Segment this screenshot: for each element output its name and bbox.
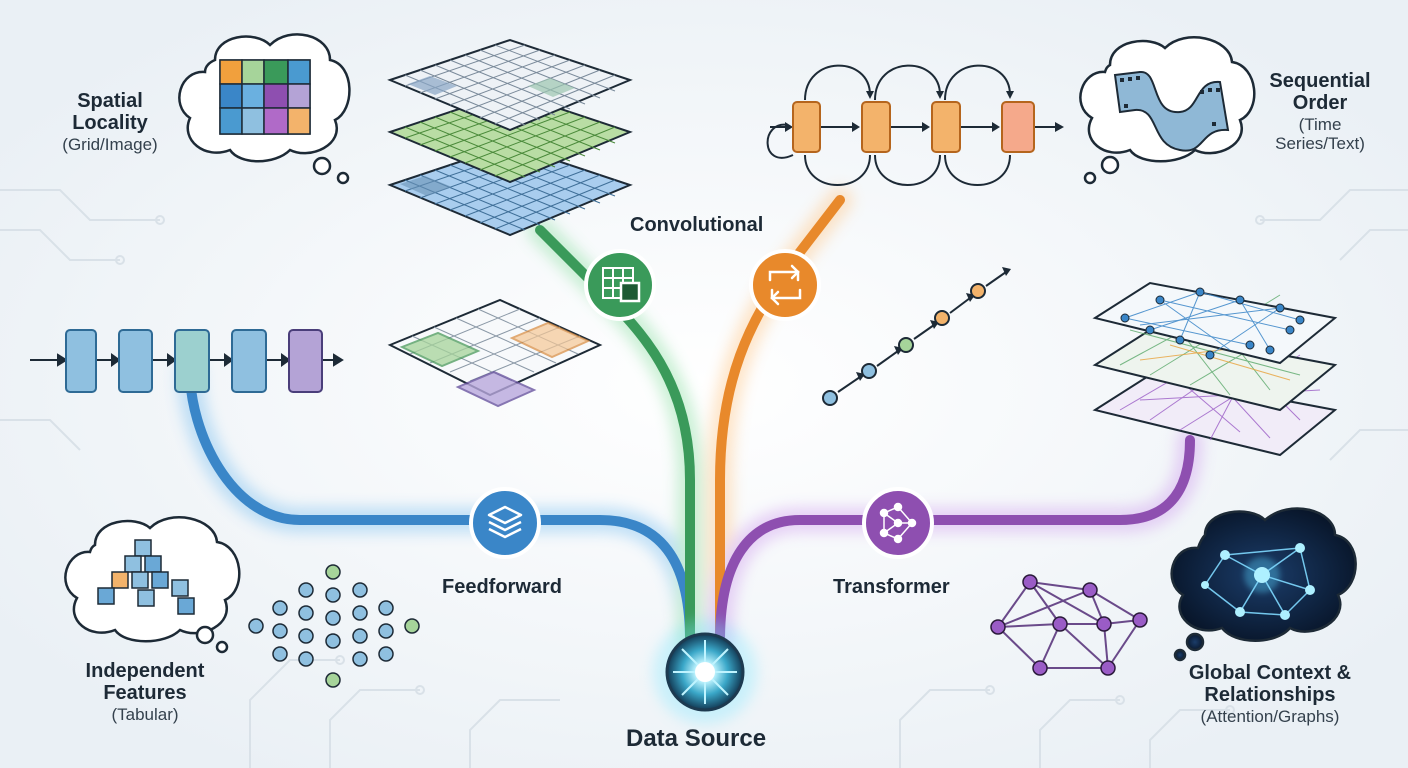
token [970, 283, 986, 299]
attention-layer-stack [1092, 281, 1338, 457]
sequential-thought-cloud [1079, 36, 1256, 185]
global-title-line2: Relationships [1204, 684, 1336, 707]
kernel-orange [509, 321, 591, 359]
layer-block [174, 329, 210, 393]
sequential-title-line1: Sequential [1269, 70, 1371, 92]
recurrent-node[interactable] [749, 249, 821, 321]
recurrent-chain [766, 64, 1064, 186]
cube-blocks-icon [97, 539, 195, 615]
cycle-arrows-icon [768, 264, 802, 306]
grid-kernel-icon [602, 267, 641, 303]
neural-network-icon [879, 502, 917, 544]
recurrent-cell [792, 101, 821, 153]
spatial-locality-label: Spatial Locality (Grid/Image) [30, 90, 190, 154]
global-context-label: Global Context & Relationships (Attentio… [1150, 662, 1390, 726]
conv-grid-stack [387, 38, 633, 237]
independent-title-line1: Independent [85, 660, 205, 682]
relationship-graph [990, 574, 1148, 676]
data-source-label: Data Source [626, 725, 767, 752]
token [822, 390, 838, 406]
spatial-title-line1: Spatial [77, 90, 143, 112]
kernel-green [399, 331, 481, 368]
independent-features-label: Independent Features (Tabular) [50, 660, 240, 724]
attention-layer-top [1092, 281, 1338, 365]
transformer-label: Transformer [833, 576, 950, 598]
film-strip-icon [1113, 70, 1230, 152]
layer-block [65, 329, 97, 393]
layer-block [231, 329, 267, 393]
independent-subtitle: (Tabular) [111, 704, 179, 724]
token [934, 310, 950, 326]
spatial-thought-cloud [178, 33, 351, 185]
feedforward-node[interactable] [469, 487, 541, 559]
independent-title-line2: Features [103, 682, 187, 705]
image-grid-icon [219, 59, 311, 135]
conv-kernel-grid [387, 298, 603, 408]
stacked-layers-icon [487, 505, 523, 539]
grid-layer-top [387, 38, 633, 132]
data-source-hub [653, 620, 757, 724]
graph-network-icon [1201, 543, 1315, 620]
independent-feature-dots [248, 564, 420, 688]
kernel-purple [455, 370, 537, 408]
spatial-subtitle: (Grid/Image) [62, 134, 158, 154]
convolutional-label: Convolutional [630, 214, 764, 236]
feedforward-path [185, 367, 695, 645]
recurrent-cell [931, 101, 961, 153]
global-thought-cloud [1170, 507, 1357, 662]
token [898, 337, 914, 353]
spatial-title-line2: Locality [72, 112, 148, 135]
feedforward-layer-chain [30, 329, 344, 393]
sequential-order-label: Sequential Order (Time Series/Text) [1240, 70, 1400, 153]
global-title-line1: Global Context & [1188, 662, 1352, 684]
transformer-node[interactable] [862, 487, 934, 559]
layer-block [118, 329, 153, 393]
transformer-path [715, 435, 1195, 645]
sequence-tokens [822, 267, 1011, 406]
sequential-subtitle-line1: (Time [1298, 114, 1342, 134]
token [861, 363, 877, 379]
feedforward-label: Feedforward [442, 576, 563, 598]
independent-thought-cloud [64, 516, 241, 654]
sequential-title-line2: Order [1292, 92, 1348, 115]
layer-block [288, 329, 323, 393]
convolutional-node[interactable] [584, 249, 656, 321]
circuit-background [0, 189, 1408, 768]
recurrent-cell [1001, 101, 1035, 153]
recurrent-cell [861, 101, 891, 153]
sequential-subtitle-line2: Series/Text) [1275, 133, 1365, 153]
global-subtitle: (Attention/Graphs) [1200, 706, 1340, 726]
